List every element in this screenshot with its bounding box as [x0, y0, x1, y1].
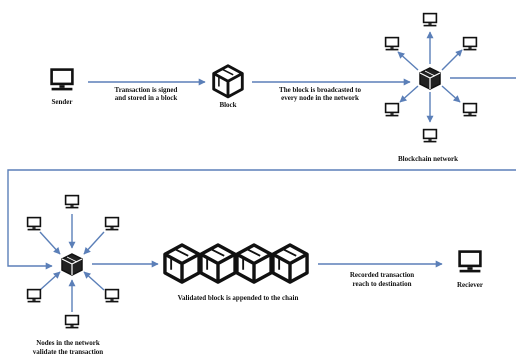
receiver-computer-icon: [458, 250, 482, 273]
chain-block-2: [199, 243, 237, 284]
validated-label: Validated block is appended to the chain: [178, 294, 299, 302]
nodes-label-line1: Nodes in the network: [36, 339, 100, 347]
step2-label-line1: The block is broadcasted to: [279, 86, 361, 94]
blockchain-network-cluster: [384, 12, 478, 143]
sender-label: Sender: [52, 98, 73, 106]
step4-label-line1: Recorded transaction: [350, 271, 414, 279]
chain-block-1: [163, 243, 201, 284]
block-cube-icon: [212, 64, 244, 99]
receiver-label: Reciever: [457, 281, 483, 289]
block-chain: [163, 243, 309, 284]
step4-label-line2: reach to destination: [353, 280, 412, 288]
validating-nodes-cluster: [26, 194, 120, 329]
chain-block-4: [271, 243, 309, 284]
nodes-label-line2: validate the transaction: [33, 348, 103, 356]
step2-label-line2: every node in the network: [281, 94, 359, 102]
sender-computer-icon: [50, 68, 74, 91]
connector-wrap-line: [7, 169, 516, 270]
network-label: Blockchain network: [398, 155, 458, 163]
block-label: Block: [219, 101, 236, 109]
step1-label-line1: Transaction is signed: [115, 86, 178, 94]
step1-label-line2: and stored in a block: [115, 94, 178, 102]
chain-block-3: [235, 243, 273, 284]
